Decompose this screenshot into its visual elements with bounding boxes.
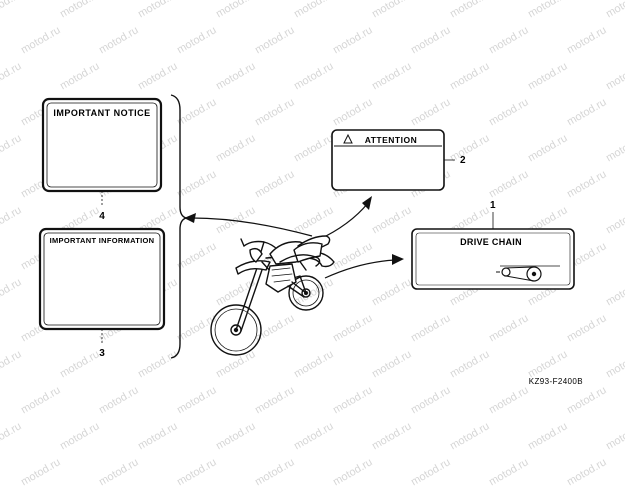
diagram-canvas: IMPORTANT NOTICE 4 IMPORTANT INFORMATION… bbox=[38, 94, 583, 386]
attention-text: ATTENTION bbox=[365, 135, 418, 145]
label-plate-drive-chain[interactable]: DRIVE CHAIN bbox=[411, 228, 575, 290]
motorcycle-illustration bbox=[210, 235, 335, 356]
callout-2: 2 bbox=[460, 155, 466, 166]
pointer-arrow-to-attention bbox=[317, 202, 369, 241]
diagram-code: KZ93-F2400B bbox=[529, 377, 583, 386]
chain-sprocket-icon bbox=[496, 265, 560, 282]
callout-4: 4 bbox=[99, 211, 105, 222]
warning-triangle-icon bbox=[343, 133, 353, 144]
callout-3: 3 bbox=[99, 348, 105, 359]
pointer-arrow-to-drive-chain bbox=[324, 259, 396, 279]
drive-chain-text: DRIVE CHAIN bbox=[460, 237, 522, 247]
group-bracket bbox=[170, 94, 189, 359]
label-plate-important-notice[interactable]: IMPORTANT NOTICE bbox=[41, 97, 163, 193]
important-notice-text: IMPORTANT NOTICE bbox=[53, 108, 150, 118]
label-plate-attention[interactable]: ATTENTION bbox=[331, 129, 445, 191]
pointer-arrow-to-bracket bbox=[191, 217, 313, 237]
label-plate-important-information[interactable]: IMPORTANT INFORMATION bbox=[38, 227, 166, 331]
callout-1: 1 bbox=[490, 200, 496, 211]
important-information-text: IMPORTANT INFORMATION bbox=[50, 236, 155, 245]
